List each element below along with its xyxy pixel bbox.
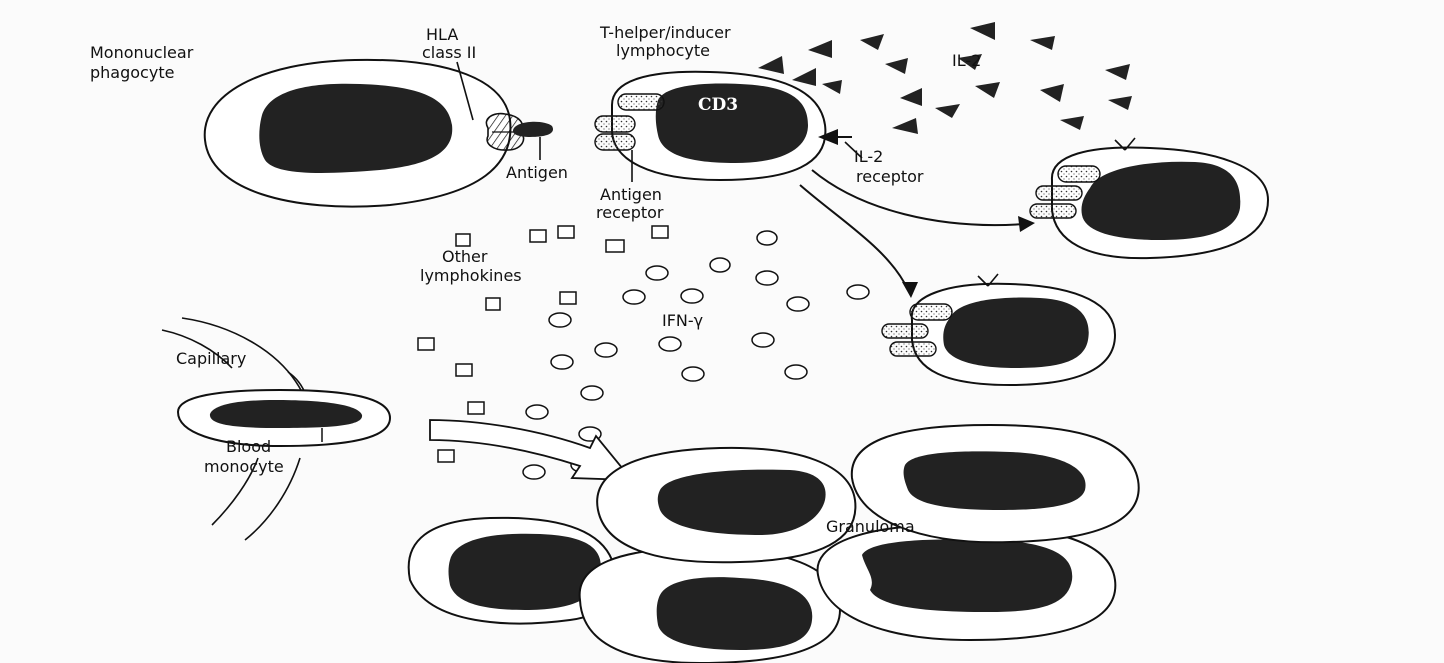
- label-t-helper-1: T-helper/inducer: [599, 23, 731, 42]
- phagocyte-nucleus: [259, 84, 452, 173]
- activated-lymphocyte-2: [882, 274, 1115, 385]
- ifn-gamma-molecules: [523, 231, 869, 479]
- label-hla-1: HLA: [426, 25, 458, 44]
- label-other-lymphokines-2: lymphokines: [420, 266, 522, 285]
- mononuclear-phagocyte: [205, 60, 511, 207]
- activated-lymphocyte-1: [1030, 138, 1268, 258]
- label-antigen-receptor-1: Antigen: [600, 185, 662, 204]
- label-il2: IL-2: [952, 51, 981, 70]
- label-hla-2: class II: [422, 43, 476, 62]
- blood-monocyte: [178, 390, 390, 446]
- granuloma-cluster: [409, 425, 1139, 663]
- label-il2-receptor-2: receptor: [856, 167, 924, 186]
- label-antigen-receptor-2: receptor: [596, 203, 664, 222]
- label-il2-receptor-1: IL-2: [854, 147, 883, 166]
- label-mononuclear-2: phagocyte: [90, 63, 174, 82]
- label-cd3: CD3: [698, 95, 738, 115]
- label-granuloma: Granuloma: [826, 517, 915, 536]
- label-mononuclear-1: Mononuclear: [90, 43, 194, 62]
- label-blood-monocyte-1: Blood: [226, 437, 271, 456]
- t-helper-lymphocyte: [612, 72, 825, 180]
- label-capillary: Capillary: [176, 349, 246, 368]
- label-other-lymphokines-1: Other: [442, 247, 488, 266]
- label-ifn-gamma: IFN-γ: [662, 311, 703, 330]
- label-antigen: Antigen: [506, 163, 568, 182]
- label-blood-monocyte-2: monocyte: [204, 457, 284, 476]
- label-t-helper-2: lymphocyte: [616, 41, 710, 60]
